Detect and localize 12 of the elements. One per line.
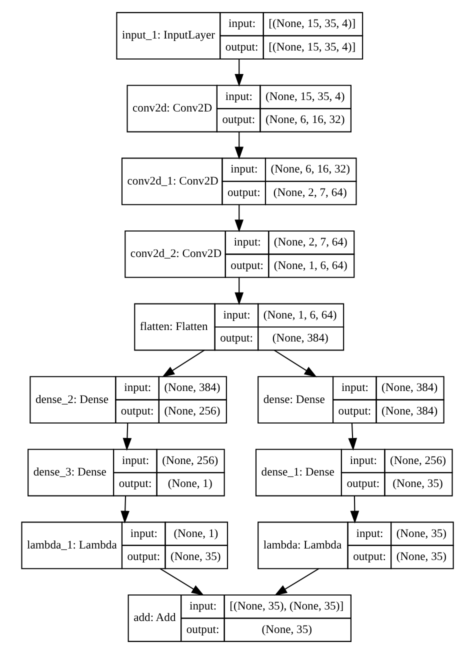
- arrow: [120, 496, 130, 524]
- arrow: [234, 59, 244, 87]
- arrow: [160, 568, 204, 596]
- arrow: [350, 496, 360, 524]
- arrow: [122, 423, 132, 451]
- arrow: [274, 350, 317, 378]
- arrow: [234, 132, 244, 160]
- arrow: [274, 568, 320, 596]
- arrow: [162, 350, 205, 378]
- arrow: [234, 204, 244, 232]
- arrow: [234, 278, 244, 306]
- arrow: [348, 423, 358, 451]
